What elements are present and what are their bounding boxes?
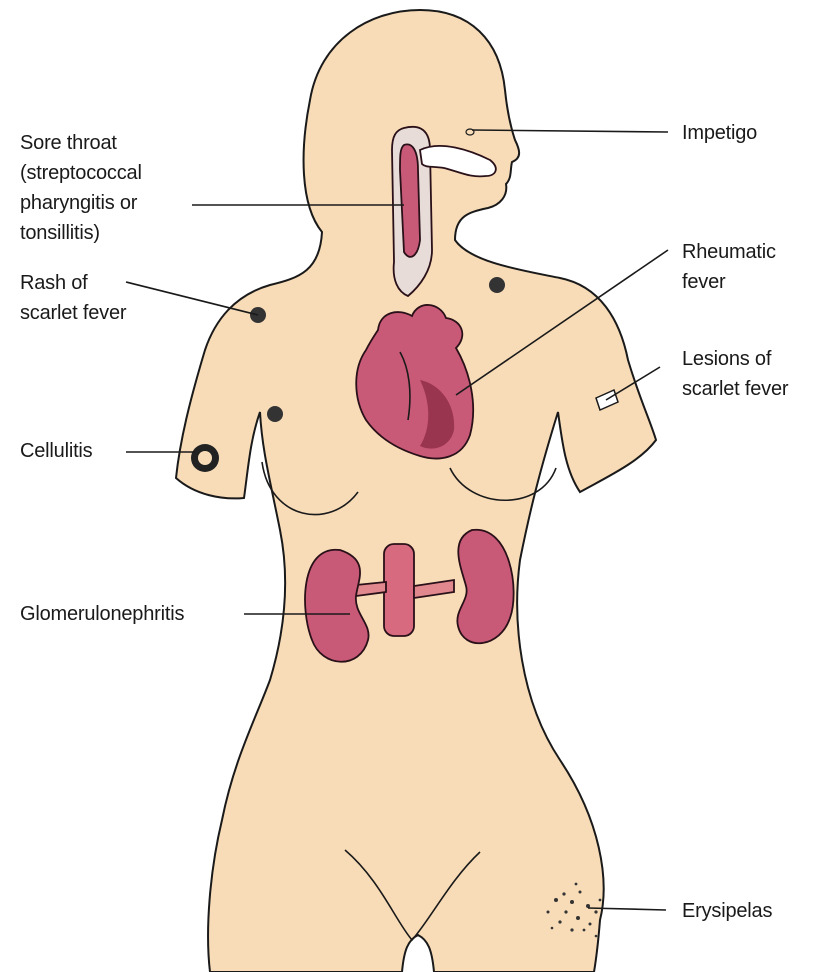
label-erysipelas: Erysipelas [682,896,772,926]
label-cellulitis: Cellulitis [20,436,92,466]
label-rheumatic-fever: Rheumatic fever [682,237,776,297]
label-sore-throat: Sore throat (streptococcal pharyngitis o… [20,128,142,248]
label-lesions-scarlet-fever: Lesions of scarlet fever [682,344,788,404]
cellulitis-lesion [191,444,219,472]
label-glomerulonephritis: Glomerulonephritis [20,599,184,629]
label-impetigo: Impetigo [682,118,757,148]
label-rash-scarlet-fever: Rash of scarlet fever [20,268,126,328]
leader-rash-scarlet-fever [126,282,258,315]
rash-spot-chest-left [267,406,283,422]
rash-spot-chest-right [489,277,505,293]
